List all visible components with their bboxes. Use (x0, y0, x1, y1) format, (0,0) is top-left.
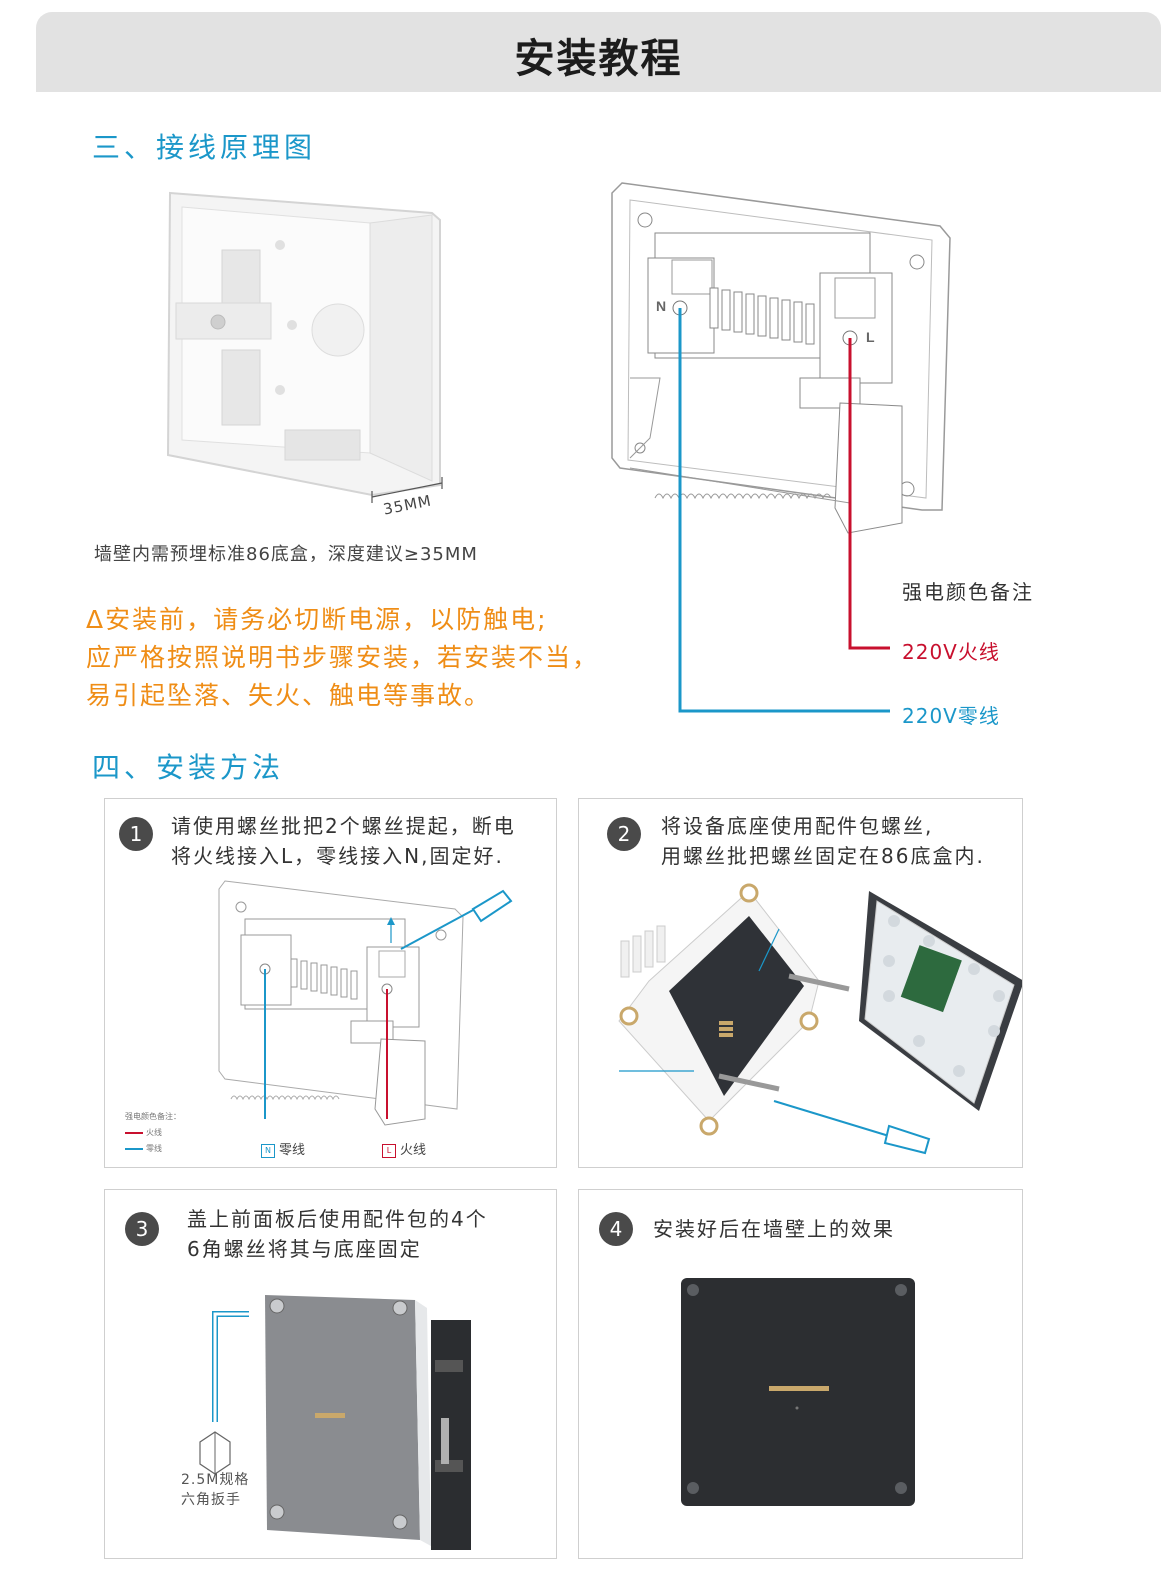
step-1-number: 1 (119, 817, 153, 851)
warning-line-2: 应严格按照说明书步骤安装，若安装不当， (86, 643, 600, 672)
step-2-line-1: 将设备底座使用配件包螺丝, (661, 814, 934, 838)
wall-box-illustration (166, 191, 443, 503)
step-1-mini-fire: 火线 (125, 1127, 162, 1138)
step-2-illustration (618, 883, 1022, 1155)
step-3-panel-illustration (265, 1295, 471, 1550)
step-4-line-1: 安装好后在墙壁上的效果 (653, 1217, 895, 1241)
step-3-line-2: 6角螺丝将其与底座固定 (187, 1237, 422, 1261)
section-title-install: 四、安装方法 (92, 751, 285, 784)
step-4-card: 4 安装好后在墙壁上的效果 (578, 1189, 1023, 1559)
depth-note: 墙壁内需预埋标准86底盒，深度建议≥35MM (94, 544, 478, 565)
warning-line-1: Δ安装前，请务必切断电源，以防触电; (86, 605, 548, 634)
wrench-spec-line-1: 2.5M规格 (181, 1472, 250, 1488)
fire-wire (848, 338, 890, 650)
step-3-card: 3 盖上前面板后使用配件包的4个 6角螺丝将其与底座固定 2.5M规格 六角扳手 (104, 1189, 557, 1559)
legend-fire-wire: 220V火线 (902, 640, 1000, 664)
step-2-card: 2 将设备底座使用配件包螺丝, 用螺丝批把螺丝固定在86底盒内. (578, 798, 1023, 1168)
step-4-number: 4 (599, 1212, 633, 1246)
wrench-spec-line-2: 六角扳手 (181, 1492, 241, 1508)
zero-wire (678, 308, 890, 713)
terminal-l-label: L (866, 329, 875, 345)
step-1-line-1: 请使用螺丝批把2个螺丝提起，断电 (171, 814, 516, 838)
step-2-line-2: 用螺丝批把螺丝固定在86底盒内. (661, 844, 985, 868)
legend-zero-wire: 220V零线 (902, 704, 1000, 728)
wiring-diagram: N L (611, 182, 951, 713)
step-1-mini-legend-title: 强电颜色备注： (125, 1112, 181, 1121)
step-1-mini-zero: 零线 (125, 1143, 162, 1154)
step-3-number: 3 (125, 1212, 159, 1246)
step-3-line-1: 盖上前面板后使用配件包的4个 (187, 1207, 488, 1231)
step-1-card: 1 请使用螺丝批把2个螺丝提起，断电 将火线接入L，零线接入N,固定好. 强电颜… (104, 798, 557, 1168)
header-bar: 安装教程 (36, 12, 1161, 92)
step-4-installed-panel (681, 1278, 915, 1506)
hex-wrench-icon (199, 1311, 249, 1475)
page-title: 安装教程 (514, 36, 683, 82)
step-1-diagram (218, 880, 513, 1126)
step-1-line-2: 将火线接入L，零线接入N,固定好. (171, 844, 504, 868)
terminal-n-label: N (656, 298, 666, 314)
warning-line-3: 易引起坠落、失火、触电等事故。 (86, 681, 492, 710)
legend-title: 强电颜色备注 (902, 580, 1034, 604)
step-2-number: 2 (607, 817, 641, 851)
section-title-wiring: 三、接线原理图 (92, 131, 317, 164)
